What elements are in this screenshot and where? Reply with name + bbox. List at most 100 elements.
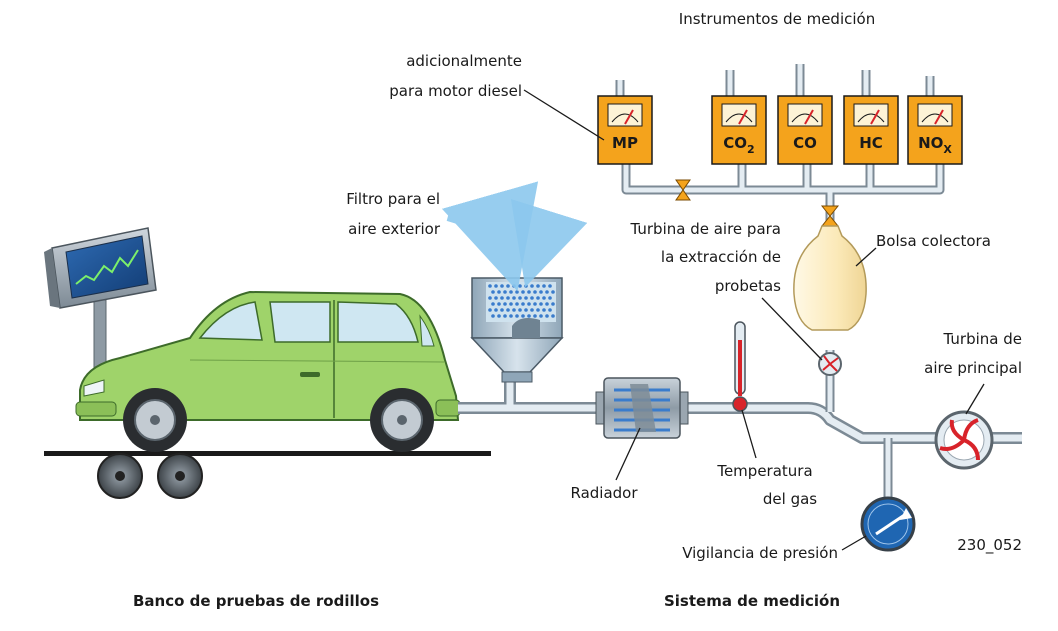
filter-granule [509, 290, 513, 294]
instrument-manifold [615, 64, 945, 222]
filter-granule [497, 290, 501, 294]
instrument-dial [787, 103, 823, 127]
filter-granule [539, 290, 543, 294]
instrument-label: HC [859, 134, 883, 152]
filter-granule [545, 314, 549, 318]
filter-granule [494, 284, 498, 288]
instrument-label: CO [793, 134, 817, 152]
instrument-dial [721, 103, 757, 127]
dial-needle [804, 109, 814, 125]
filter-granule [491, 290, 495, 294]
filter-granule [497, 302, 501, 306]
filter-granule [488, 284, 492, 288]
dial-needle [870, 109, 880, 125]
manifold-valve [675, 179, 691, 201]
radiator [595, 377, 689, 439]
filter-granule [491, 314, 495, 318]
filter-granule [506, 284, 510, 288]
filter-granule [533, 290, 537, 294]
filter-granule [512, 284, 516, 288]
filter-granule [518, 308, 522, 312]
filter-granule [542, 308, 546, 312]
main-air-turbine [934, 410, 994, 470]
filter-granule [530, 284, 534, 288]
filter-granule [530, 308, 534, 312]
filter-granule [515, 290, 519, 294]
filter-granule [536, 284, 540, 288]
diesel-note-line2: para motor diesel [389, 82, 522, 100]
instrument-mp: MP [597, 95, 653, 165]
filter-granule [500, 284, 504, 288]
filter-granule [509, 314, 513, 318]
instrument-dial [917, 103, 953, 127]
dial-needle [624, 109, 634, 125]
filter-granule [539, 314, 543, 318]
gas-temperature-label-line2: del gas [763, 490, 817, 508]
filter-granule [530, 296, 534, 300]
instrument-label: MP [612, 134, 638, 152]
filter-granule [524, 284, 528, 288]
instrument-label: CO2 [723, 134, 754, 156]
instrument-dial [607, 103, 643, 127]
diesel-note-line1: adicionalmente [406, 52, 522, 70]
bag-valve [820, 205, 840, 227]
filter-granule [500, 296, 504, 300]
radiator-label: Radiador [570, 484, 638, 502]
leader-lines [523, 89, 985, 551]
filter-granule [545, 290, 549, 294]
filter-granule [548, 284, 552, 288]
filter-granule [503, 314, 507, 318]
filter-granule [527, 290, 531, 294]
dial-scale [921, 113, 949, 123]
sampling-air-turbine [818, 352, 842, 376]
roller-bench [44, 451, 491, 499]
air-inflow-arrows [441, 181, 588, 292]
instrument-panel: MP CO2 CO HC NOX [597, 95, 963, 165]
dial-scale [611, 113, 639, 123]
filter-label-line1: Filtro para el [346, 190, 440, 208]
pressure-monitoring-label: Vigilancia de presión [682, 544, 838, 562]
filter-granule [536, 308, 540, 312]
filter-granule [521, 290, 525, 294]
filter-granule [542, 284, 546, 288]
instrument-dial [853, 103, 889, 127]
gas-thermometer [732, 321, 748, 412]
figure-id: 230_052 [957, 536, 1022, 555]
filter-granule [515, 314, 519, 318]
monitor-graph-line [75, 249, 139, 285]
sampling-turbine-label-line3: probetas [715, 277, 781, 295]
filter-granule [506, 296, 510, 300]
main-turbine-label-line2: aire principal [924, 359, 1022, 377]
instrument-co2: CO2 [711, 95, 767, 165]
filter-granule [494, 308, 498, 312]
instruments-title: Instrumentos de medición [679, 10, 875, 28]
roller-bench-caption: Banco de pruebas de rodillos [133, 592, 379, 610]
filter-granule [488, 296, 492, 300]
sampling-turbine-label-line1: Turbina de aire para [630, 220, 782, 238]
filter-granule [545, 302, 549, 306]
filter-granule [527, 302, 531, 306]
filter-granule [548, 296, 552, 300]
monitor [44, 227, 157, 381]
filter-granule [533, 302, 537, 306]
filter-granule [518, 284, 522, 288]
filter-granule [494, 296, 498, 300]
filter-granule [551, 302, 555, 306]
instrument-label: NOX [918, 134, 952, 156]
filter-granule [506, 308, 510, 312]
instrument-hc: HC [843, 95, 899, 165]
filter-granule [488, 308, 492, 312]
filter-granule [512, 308, 516, 312]
filter-granule [539, 302, 543, 306]
filter-granule [500, 308, 504, 312]
filter-granule [542, 296, 546, 300]
filter-granule [524, 296, 528, 300]
filter-granule [512, 296, 516, 300]
filter-granule [551, 290, 555, 294]
filter-granule [551, 314, 555, 318]
instrument-co: CO [777, 95, 833, 165]
dial-scale [791, 113, 819, 123]
instrument-nox: NOX [907, 95, 963, 165]
filter-granule [533, 314, 537, 318]
